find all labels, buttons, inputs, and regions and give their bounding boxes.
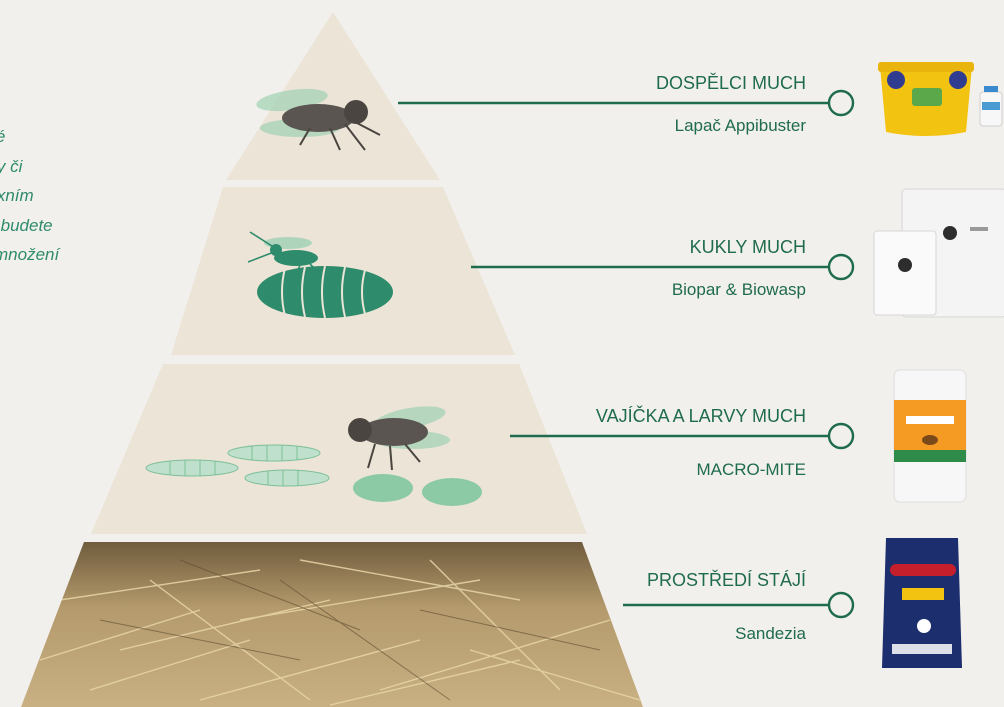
connector-node-2 [829,255,853,279]
connector-node-4 [829,593,853,617]
straw-bedding-image [20,540,650,707]
connector-node-3 [829,424,853,448]
tier-title: DOSPĚLCI MUCH [656,73,806,94]
connector-node-1 [829,91,853,115]
tier-product[interactable]: Biopar & Biowasp [672,280,806,300]
tier-title: KUKLY MUCH [690,237,806,258]
tier-title: VAJÍČKA A LARVY MUCH [596,406,806,427]
pyramid-tier-top [226,12,440,180]
tier-title: PROSTŘEDÍ STÁJÍ [647,570,806,591]
appibuster-bucket-image[interactable] [872,58,1004,142]
pyramid-tier-3 [91,364,587,534]
sandezia-bag-image[interactable] [872,534,972,674]
tier-product[interactable]: Lapač Appibuster [675,116,806,136]
biopar-biowasp-bags-image[interactable] [872,187,1004,319]
macro-mite-container-image[interactable] [872,366,972,504]
tier-product[interactable]: MACRO-MITE [696,460,806,480]
tier-product[interactable]: Sandezia [735,624,806,644]
